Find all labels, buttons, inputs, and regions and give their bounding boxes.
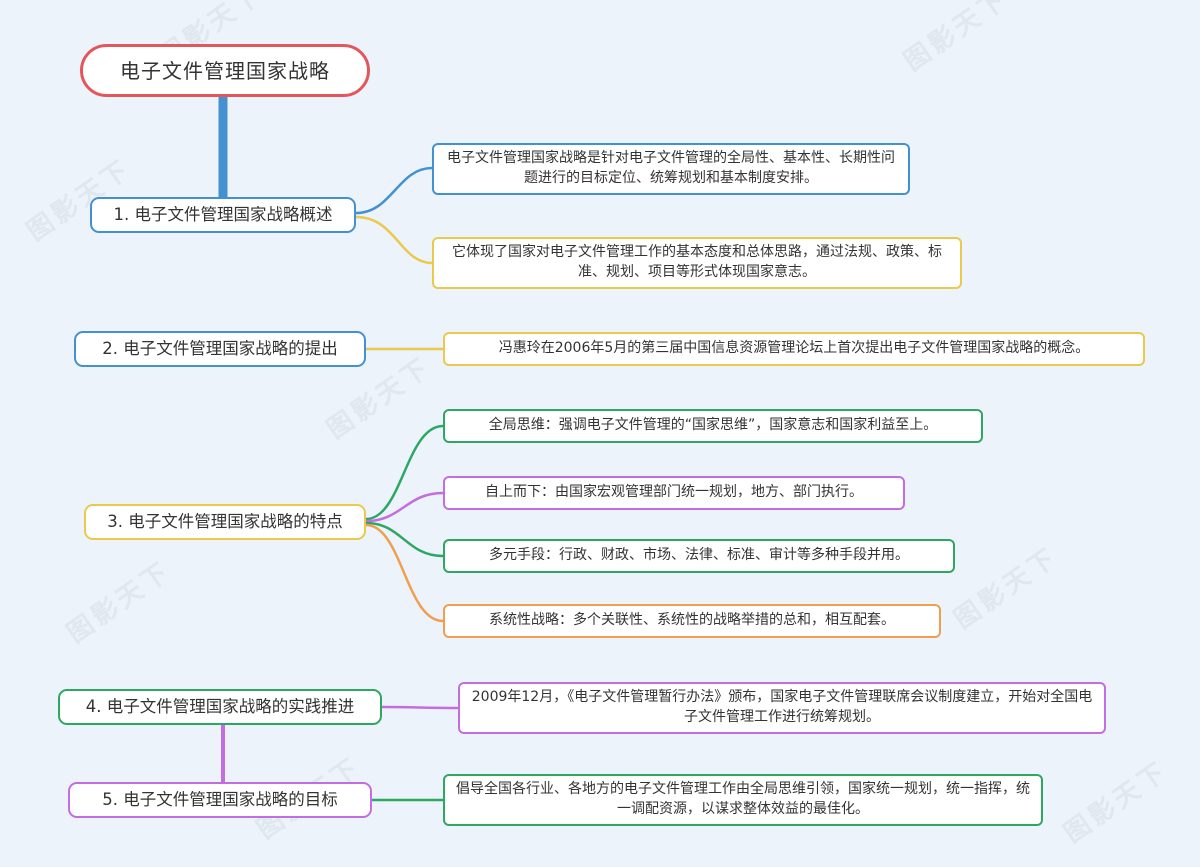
branch-node-label: 4. 电子文件管理国家战略的实践推进 bbox=[85, 697, 355, 717]
child-node-3-3[interactable]: 多元手段：行政、财政、市场、法律、标准、审计等多种手段并用。 bbox=[443, 539, 955, 573]
branch-node-label: 5. 电子文件管理国家战略的目标 bbox=[102, 790, 338, 810]
root-node-label: 电子文件管理国家战略 bbox=[120, 58, 330, 83]
child-node-text: 2009年12月，《电子文件管理暂行办法》颁布，国家电子文件管理联席会议制度建立… bbox=[471, 689, 1093, 725]
child-node-5-1[interactable]: 倡导全国各行业、各地方的电子文件管理工作由全局思维引领，国家统一规划，统一指挥，… bbox=[443, 774, 1043, 826]
root-node[interactable]: 电子文件管理国家战略 bbox=[80, 44, 370, 97]
child-node-text: 自上而下：由国家宏观管理部门统一规划，地方、部门执行。 bbox=[485, 484, 863, 501]
child-node-text: 全局思维：强调电子文件管理的“国家思维”，国家意志和国家利益至上。 bbox=[488, 417, 938, 434]
child-node-4-1[interactable]: 2009年12月，《电子文件管理暂行办法》颁布，国家电子文件管理联席会议制度建立… bbox=[458, 682, 1106, 734]
branch-node-label: 1. 电子文件管理国家战略概述 bbox=[113, 205, 333, 225]
branch-node-3[interactable]: 3. 电子文件管理国家战略的特点 bbox=[84, 504, 366, 540]
child-node-text: 它体现了国家对电子文件管理工作的基本态度和总体思路，通过法规、政策、标准、规划、… bbox=[452, 244, 942, 280]
branch-node-5[interactable]: 5. 电子文件管理国家战略的目标 bbox=[68, 782, 372, 818]
watermark: 图影天下 bbox=[898, 0, 1015, 78]
child-node-text: 电子文件管理国家战略是针对电子文件管理的全局性、基本性、长期性问题进行的目标定位… bbox=[447, 150, 895, 186]
child-node-text: 倡导全国各行业、各地方的电子文件管理工作由全局思维引领，国家统一规划，统一指挥，… bbox=[456, 781, 1030, 817]
branch-node-label: 2. 电子文件管理国家战略的提出 bbox=[102, 339, 338, 359]
watermark: 图影天下 bbox=[948, 541, 1065, 636]
branch-node-2[interactable]: 2. 电子文件管理国家战略的提出 bbox=[74, 331, 366, 367]
watermark: 图影天下 bbox=[61, 555, 178, 650]
child-node-3-2[interactable]: 自上而下：由国家宏观管理部门统一规划，地方、部门执行。 bbox=[443, 476, 905, 510]
child-node-3-4[interactable]: 系统性战略：多个关联性、系统性的战略举措的总和，相互配套。 bbox=[443, 604, 941, 638]
child-node-text: 多元手段：行政、财政、市场、法律、标准、审计等多种手段并用。 bbox=[489, 547, 909, 564]
child-node-3-1[interactable]: 全局思维：强调电子文件管理的“国家思维”，国家意志和国家利益至上。 bbox=[443, 409, 983, 443]
branch-node-label: 3. 电子文件管理国家战略的特点 bbox=[107, 512, 343, 532]
child-node-text: 冯惠玲在2006年5月的第三届中国信息资源管理论坛上首次提出电子文件管理国家战略… bbox=[498, 340, 1090, 357]
watermark: 图影天下 bbox=[1058, 755, 1175, 850]
branch-node-4[interactable]: 4. 电子文件管理国家战略的实践推进 bbox=[58, 689, 382, 725]
branch-node-1[interactable]: 1. 电子文件管理国家战略概述 bbox=[90, 197, 356, 233]
child-node-text: 系统性战略：多个关联性、系统性的战略举措的总和，相互配套。 bbox=[489, 612, 895, 629]
child-node-1-2[interactable]: 它体现了国家对电子文件管理工作的基本态度和总体思路，通过法规、政策、标准、规划、… bbox=[432, 237, 962, 289]
child-node-1-1[interactable]: 电子文件管理国家战略是针对电子文件管理的全局性、基本性、长期性问题进行的目标定位… bbox=[432, 143, 910, 195]
child-node-2-1[interactable]: 冯惠玲在2006年5月的第三届中国信息资源管理论坛上首次提出电子文件管理国家战略… bbox=[443, 332, 1145, 366]
